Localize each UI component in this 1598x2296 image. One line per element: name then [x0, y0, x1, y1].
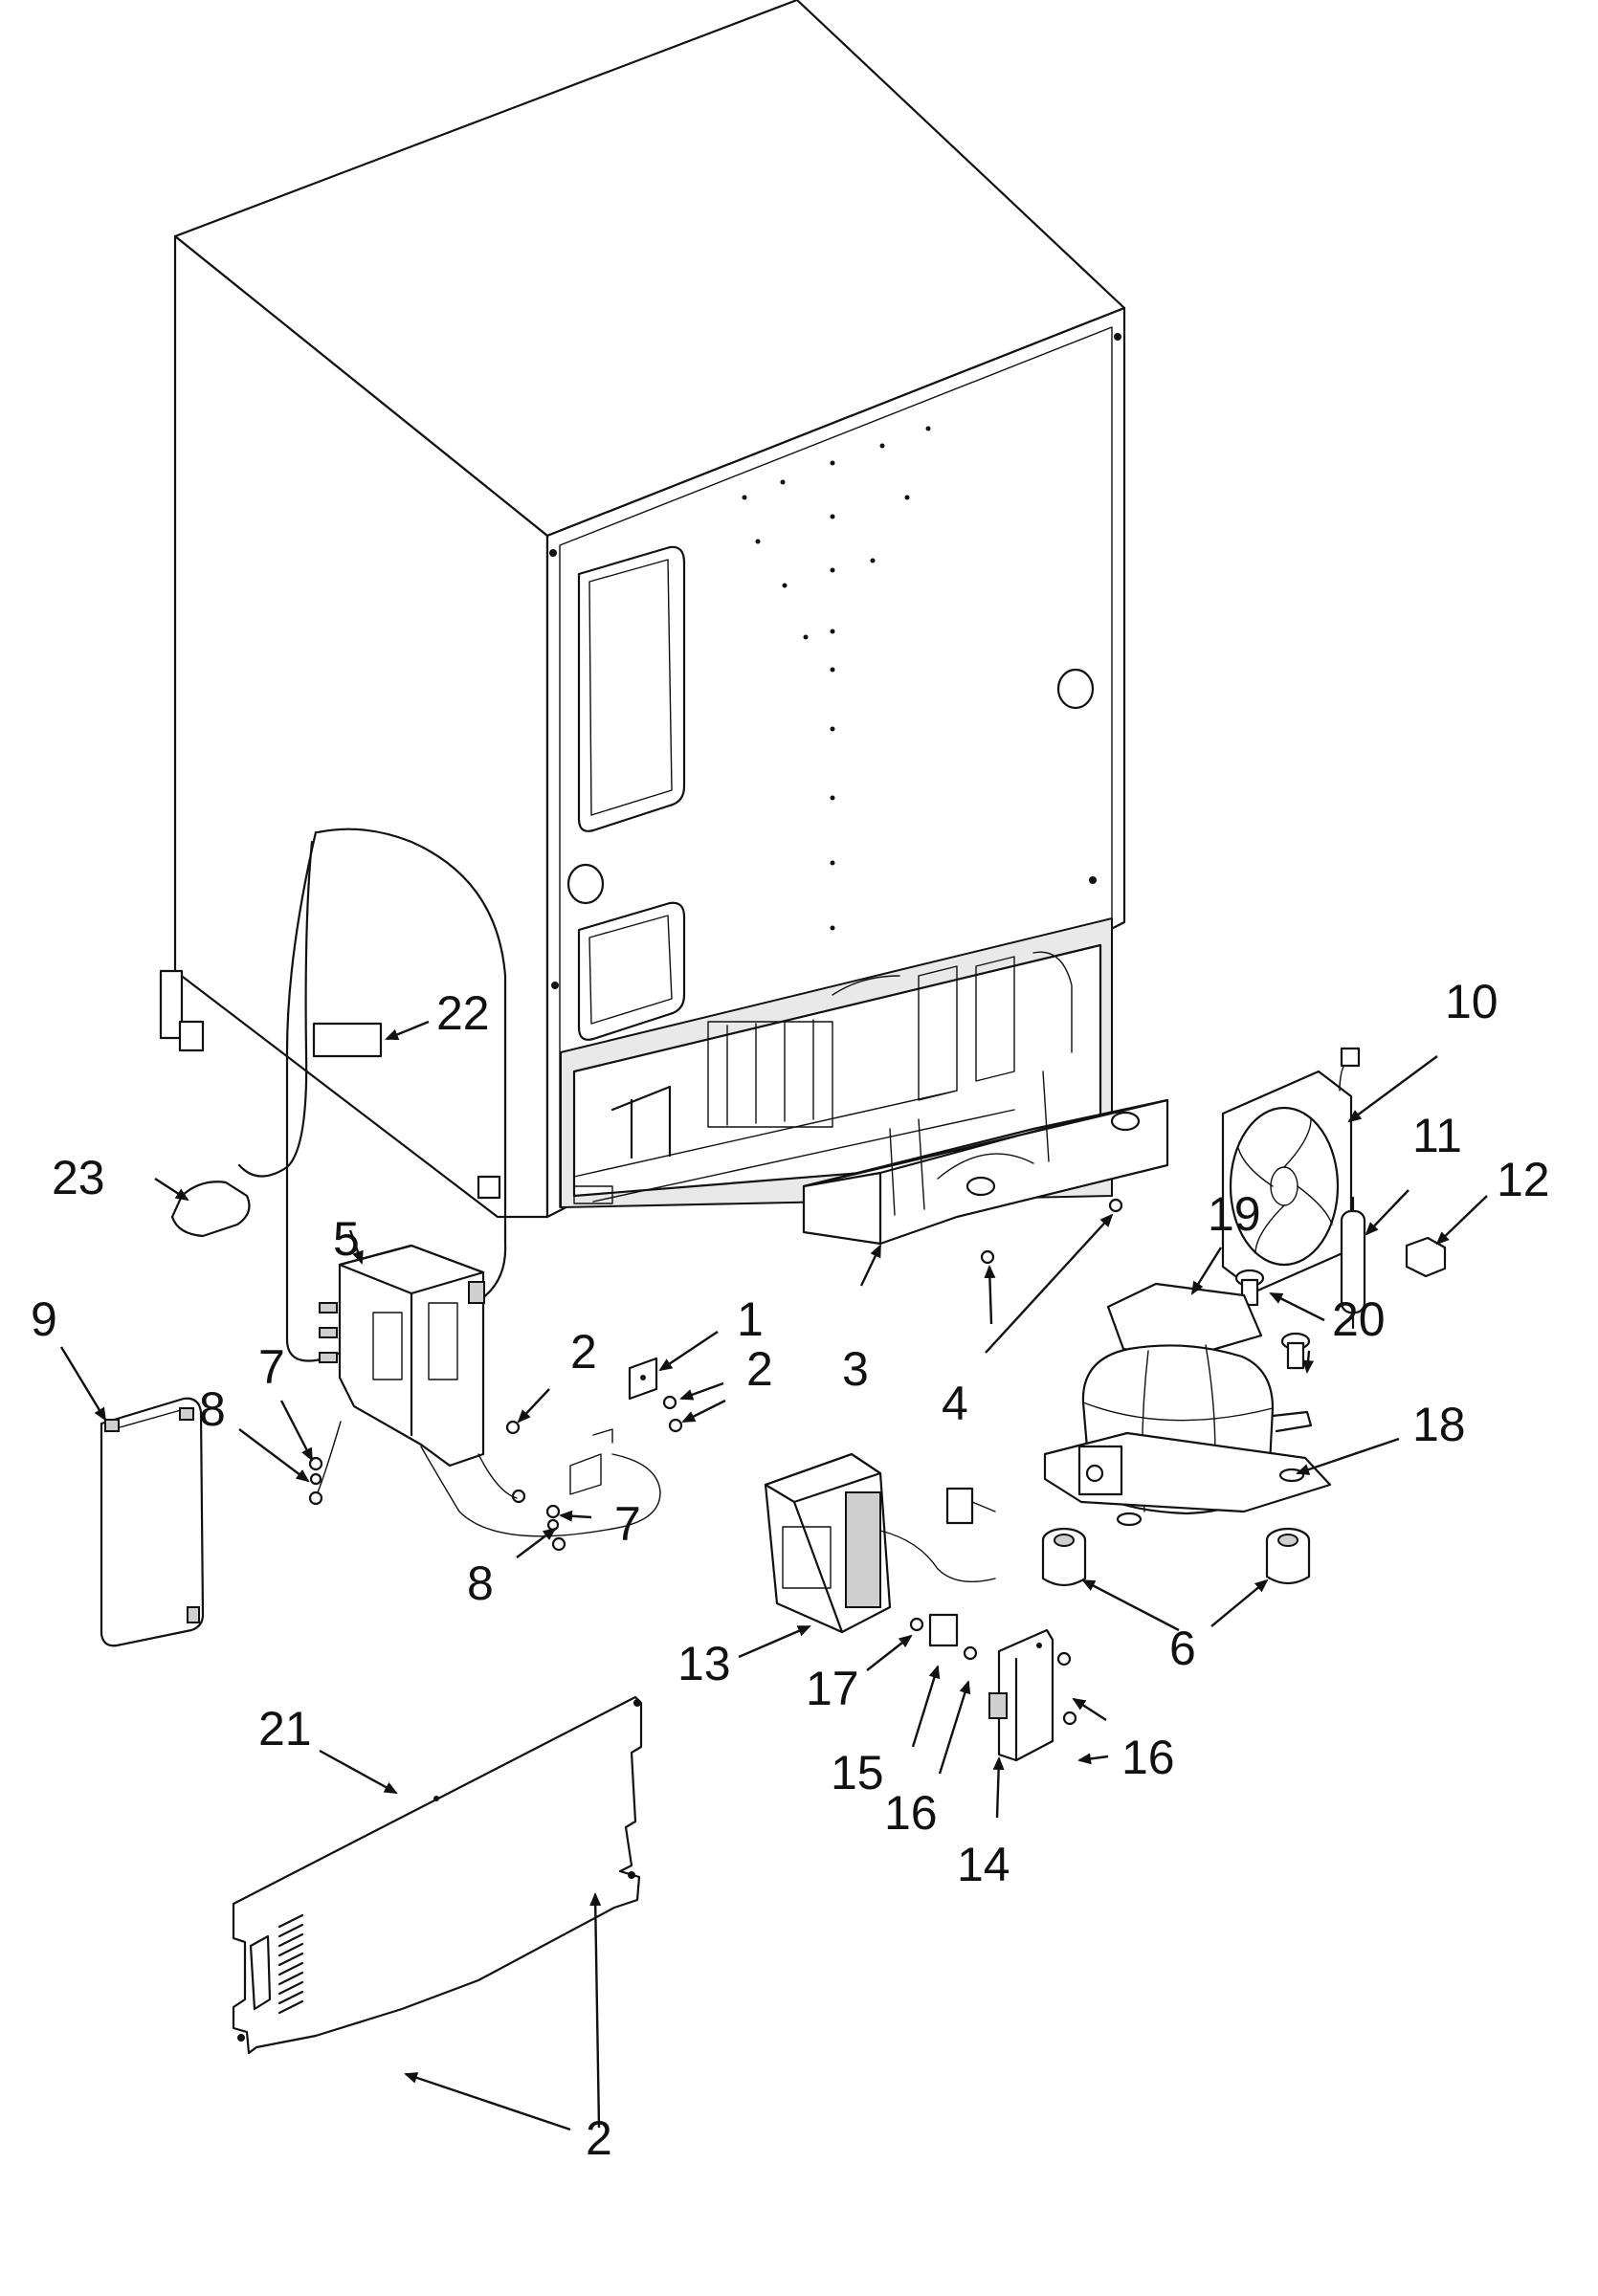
callout-7: 7 [258, 1340, 285, 1394]
power-cord [170, 828, 507, 1362]
callout-21: 21 [258, 1702, 312, 1755]
callout-3: 3 [842, 1342, 869, 1396]
condenser-fan [1221, 1047, 1361, 1293]
callout-2: 2 [570, 1325, 597, 1379]
callout-22: 22 [436, 986, 490, 1040]
callout-16: 16 [1121, 1731, 1175, 1784]
filter-drier [1340, 1196, 1366, 1330]
callout-18: 18 [1412, 1398, 1466, 1451]
callout-2: 2 [586, 2111, 612, 2165]
callout-14: 14 [957, 1838, 1010, 1891]
callout-15: 15 [831, 1746, 884, 1799]
control-box [319, 1244, 485, 1468]
control-cover [100, 1397, 205, 1647]
leader-arrows [59, 1020, 1488, 2131]
wiring-label [312, 1022, 383, 1058]
overload-clip [928, 1613, 959, 1647]
callout-9: 9 [31, 1292, 57, 1346]
callout-20: 20 [1332, 1292, 1386, 1346]
vent-slots [277, 1913, 304, 2015]
callout-13: 13 [677, 1637, 731, 1690]
callout-11: 11 [1412, 1109, 1462, 1162]
cabinet-feet [159, 969, 501, 1200]
tubing-clip [1405, 1236, 1447, 1278]
callout-4: 4 [942, 1377, 968, 1430]
callout-5: 5 [333, 1212, 360, 1266]
callout-12: 12 [1497, 1153, 1550, 1206]
callout-labels: 1 2 2 2 3 4 5 6 7 7 8 8 9 10 11 12 13 14… [31, 975, 1550, 2165]
compressor-insulation [1106, 1282, 1263, 1360]
callout-8: 8 [467, 1556, 494, 1610]
bracket [628, 1357, 658, 1401]
drain-pan [802, 1071, 1169, 1246]
callout-23: 23 [52, 1151, 105, 1204]
compressor-electrical-box [764, 1452, 996, 1634]
callout-16: 16 [884, 1786, 938, 1840]
callout-19: 19 [1208, 1187, 1261, 1241]
compressor-grommets [1041, 1527, 1311, 1587]
callout-1: 1 [737, 1292, 764, 1346]
callout-10: 10 [1445, 975, 1498, 1028]
back-panel-rivet-dots [742, 426, 931, 931]
start-device [988, 1628, 1054, 1762]
callout-2: 2 [746, 1342, 773, 1396]
ground-wires [308, 1421, 661, 1552]
callout-7: 7 [614, 1497, 641, 1551]
callout-17: 17 [806, 1662, 859, 1715]
callout-8: 8 [199, 1382, 226, 1436]
callout-6: 6 [1169, 1622, 1196, 1675]
compressor [1043, 1344, 1332, 1527]
machine-compartment [560, 917, 1113, 1208]
access-panel [232, 1695, 643, 2055]
